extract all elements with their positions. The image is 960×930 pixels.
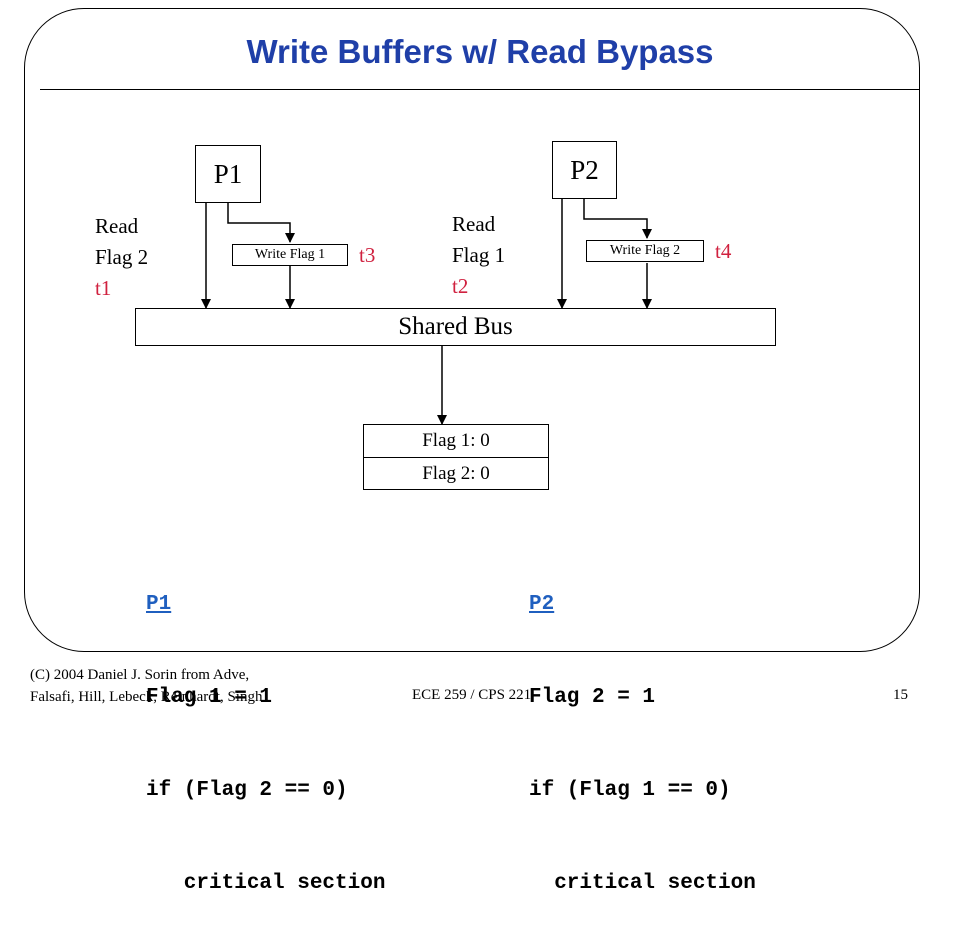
p1-read-line-2: Flag 2 — [95, 245, 149, 269]
title-rule — [40, 89, 920, 90]
p2-to-buffer-arrow — [583, 199, 652, 239]
memory-flag-1: Flag 1: 0 — [364, 425, 548, 458]
p2-code-line-3: critical section — [529, 872, 756, 895]
p1-write-time: t3 — [359, 243, 376, 267]
footer-course: ECE 259 / CPS 221 — [412, 687, 532, 703]
footer-credit: (C) 2004 Daniel J. Sorin from Adve, Fals… — [30, 664, 262, 708]
write-buffer-p1: Write Flag 1 — [232, 244, 348, 266]
p2-code-line-2: if (Flag 1 == 0) — [529, 779, 731, 802]
p2-read-label: Read Flag 1 t2 — [452, 209, 505, 302]
slide-title: Write Buffers w/ Read Bypass — [246, 33, 714, 70]
p1-code-block: P1 Flag 1 = 1 if (Flag 2 == 0) critical … — [146, 527, 385, 930]
memory-block: Flag 1: 0 Flag 2: 0 — [363, 424, 549, 490]
footer-credit-line-1: (C) 2004 Daniel J. Sorin from Adve, — [30, 667, 250, 683]
p1-read-line-1: Read — [95, 214, 139, 238]
processor-p1: P1 — [195, 145, 261, 203]
p2-write-time: t4 — [715, 239, 732, 263]
footer-page-number: 15 — [893, 687, 908, 703]
p2-read-line-1: Read — [452, 212, 496, 236]
p1-code-line-1: Flag 1 = 1 — [146, 686, 273, 709]
connector-lines — [201, 199, 652, 425]
p2-read-line-2: Flag 1 — [452, 243, 506, 267]
p2-code-block: P2 Flag 2 = 1 if (Flag 1 == 0) critical … — [529, 527, 756, 930]
shared-bus: Shared Bus — [135, 308, 776, 346]
p2-code-line-1: Flag 2 = 1 — [529, 686, 656, 709]
write-buffer-p2: Write Flag 2 — [586, 240, 704, 262]
footer-credit-line-2: Falsafi, Hill, Lebeck, Reinhardt, Singh — [30, 689, 263, 705]
p1-to-buffer-arrow — [227, 203, 295, 243]
p1-read-time: t1 — [95, 276, 112, 300]
p2-code-header: P2 — [529, 593, 555, 616]
memory-flag-2: Flag 2: 0 — [422, 463, 490, 484]
slide-frame — [24, 8, 920, 652]
p1-read-label: Read Flag 2 t1 — [95, 211, 148, 304]
processor-p2: P2 — [552, 141, 617, 199]
p1-code-line-3: critical section — [146, 872, 386, 895]
p1-code-line-2: if (Flag 2 == 0) — [146, 779, 348, 802]
p2-read-time: t2 — [452, 274, 469, 298]
p1-code-header: P1 — [146, 593, 172, 616]
